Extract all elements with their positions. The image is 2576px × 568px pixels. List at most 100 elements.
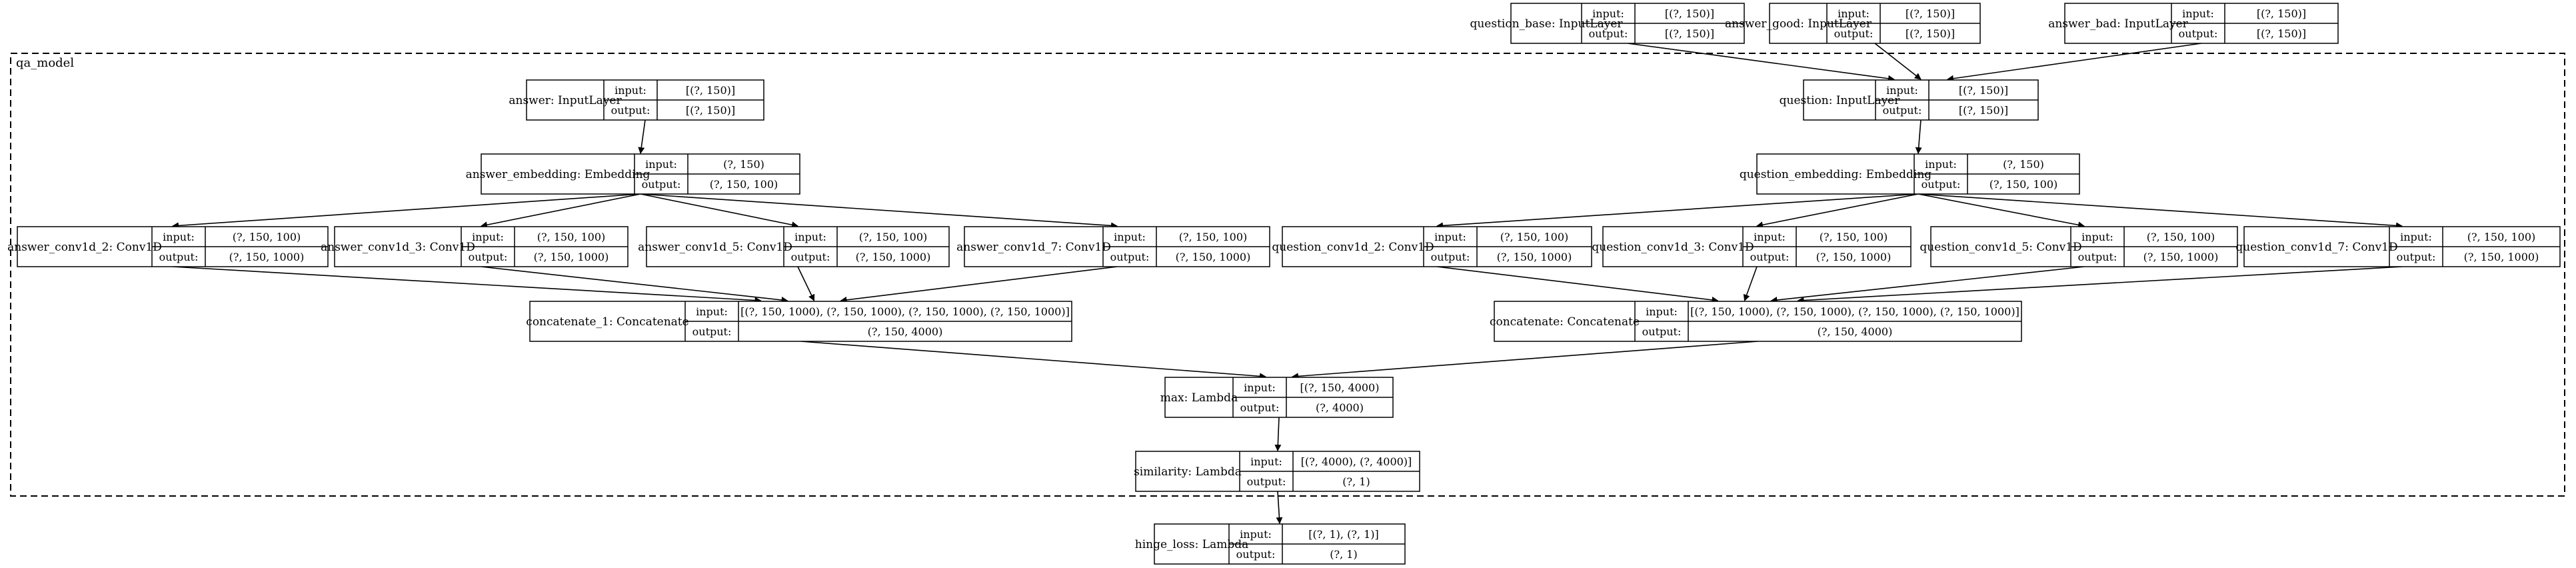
layer-name: question: InputLayer [1780, 94, 1901, 107]
output-shape: [(?, 150)] [1906, 27, 1955, 40]
output-label: output: [692, 325, 732, 338]
input-label: input: [1592, 7, 1624, 20]
output-shape: [(?, 150)] [2257, 27, 2306, 40]
layer-name: answer_conv1d_5: Conv1D [638, 241, 792, 254]
layer-node-answer-good: answer_good: InputLayerinput:output:[(?,… [1725, 3, 1981, 44]
input-label: input: [1434, 231, 1466, 243]
output-shape: (?, 150, 1000) [534, 251, 609, 263]
edge-question-base-to-question [1627, 43, 1895, 82]
input-label: input: [472, 231, 504, 243]
edge-answer-embedding-to-answer-conv1d-2 [172, 193, 641, 229]
edge-question-embedding-to-question-conv1d-3 [1756, 193, 1919, 229]
edge-answer-conv1d-3-to-concatenate-1 [481, 266, 788, 303]
layer-name: question_conv1d_2: Conv1D [1272, 241, 1434, 254]
output-shape: (?, 150, 4000) [868, 325, 943, 338]
output-shape: (?, 150, 1000) [2143, 251, 2219, 263]
input-shape: (?, 150, 100) [1820, 231, 1888, 243]
edge-question-conv1d-5-to-concatenate [1770, 266, 2085, 303]
output-label: output: [1883, 104, 1922, 117]
edges-layer [172, 43, 2403, 524]
input-label: input: [163, 231, 195, 243]
edge-answer-good-to-question [1874, 43, 1922, 80]
layer-name: question_conv1d_3: Conv1D [1592, 241, 1754, 254]
layer-name: question_base: InputLayer [1470, 17, 1623, 31]
input-label: input: [615, 84, 646, 97]
output-label: output: [1589, 27, 1628, 40]
input-shape: (?, 150) [723, 158, 764, 171]
layer-name: answer: InputLayer [509, 94, 622, 107]
layer-node-concatenate: concatenate: Concatenateinput:output:[(?… [1490, 301, 2022, 342]
layer-name: similarity: Lambda [1134, 465, 1242, 479]
input-shape: (?, 150, 100) [2467, 231, 2535, 243]
input-shape: [(?, 150)] [2257, 7, 2306, 20]
input-label: input: [2182, 7, 2214, 20]
output-shape: (?, 150, 100) [1989, 178, 2057, 191]
input-shape: [(?, 150)] [1906, 7, 1955, 20]
layer-name: concatenate: Concatenate [1490, 315, 1640, 329]
edge-concatenate-1-to-max [800, 341, 1266, 380]
output-label: output: [1236, 548, 1276, 561]
layer-name: max: Lambda [1160, 391, 1238, 405]
input-shape: [(?, 150)] [1959, 84, 2008, 97]
input-label: input: [1754, 231, 1786, 243]
input-label: input: [1646, 305, 1678, 318]
output-shape: (?, 150, 1000) [856, 251, 931, 263]
layer-node-answer-conv1d-5: answer_conv1d_5: Conv1Dinput:output:(?, … [638, 226, 950, 267]
input-shape: [(?, 150, 4000) [1300, 381, 1380, 394]
edge-question-conv1d-7-to-concatenate [1797, 266, 2403, 304]
output-shape: [(?, 150)] [686, 104, 735, 117]
input-label: input: [1114, 231, 1146, 243]
input-shape: (?, 150, 100) [537, 231, 605, 243]
layer-node-concatenate-1: concatenate_1: Concatenateinput:output:[… [526, 301, 1072, 342]
input-label: input: [1886, 84, 1918, 97]
output-label: output: [642, 178, 681, 191]
output-label: output: [159, 251, 199, 263]
nodes-layer: question_base: InputLayerinput:output:[(… [7, 3, 2561, 565]
output-shape: (?, 150, 1000) [2464, 251, 2539, 263]
output-label: output: [1750, 251, 1790, 263]
output-shape: (?, 1) [1342, 475, 1370, 488]
output-label: output: [1110, 251, 1150, 263]
input-label: input: [1838, 7, 1870, 20]
layer-node-answer-conv1d-7: answer_conv1d_7: Conv1Dinput:output:(?, … [956, 226, 1270, 267]
edge-answer-conv1d-7-to-concatenate-1 [840, 266, 1118, 303]
edge-answer-embedding-to-answer-conv1d-5 [640, 193, 798, 229]
input-shape: [(?, 150, 1000), (?, 150, 1000), (?, 150… [740, 305, 1070, 318]
layer-node-question-conv1d-2: question_conv1d_2: Conv1Dinput:output:(?… [1272, 226, 1592, 267]
input-label: input: [645, 158, 677, 171]
output-shape: (?, 150, 1000) [229, 251, 305, 263]
layer-name: question_embedding: Embedding [1740, 168, 1932, 181]
output-shape: [(?, 150)] [1959, 104, 2008, 117]
layer-name: concatenate_1: Concatenate [526, 315, 688, 329]
layer-node-question-conv1d-5: question_conv1d_5: Conv1Dinput:output:(?… [1920, 226, 2238, 267]
layer-name: question_conv1d_7: Conv1D [2235, 241, 2397, 254]
edge-answer-conv1d-5-to-concatenate-1 [797, 266, 815, 301]
output-shape: (?, 150, 1000) [1497, 251, 1572, 263]
input-label: input: [2081, 231, 2113, 243]
edge-question-to-question-embedding [1915, 119, 1922, 154]
layer-name: question_conv1d_5: Conv1D [1920, 241, 2081, 254]
edge-question-conv1d-3-to-concatenate [1743, 266, 1758, 301]
edge-answer-to-answer-embedding [638, 119, 646, 154]
qa-model-cluster [10, 53, 2565, 497]
input-shape: (?, 150, 100) [1179, 231, 1247, 243]
input-label: input: [794, 231, 826, 243]
input-shape: [(?, 150, 1000), (?, 150, 1000), (?, 150… [1690, 305, 2019, 318]
edge-similarity-to-hinge-loss [1276, 491, 1283, 524]
output-label: output: [469, 251, 508, 263]
layer-name: answer_embedding: Embedding [466, 168, 650, 181]
input-shape: (?, 150) [2003, 158, 2044, 171]
edge-question-embedding-to-question-conv1d-2 [1436, 193, 1919, 229]
layer-node-answer-conv1d-3: answer_conv1d_3: Conv1Dinput:output:(?, … [321, 226, 629, 267]
output-shape: (?, 150, 1000) [1176, 251, 1251, 263]
layer-name: answer_conv1d_2: Conv1D [7, 241, 162, 254]
edge-answer-bad-to-question [1947, 43, 2202, 82]
